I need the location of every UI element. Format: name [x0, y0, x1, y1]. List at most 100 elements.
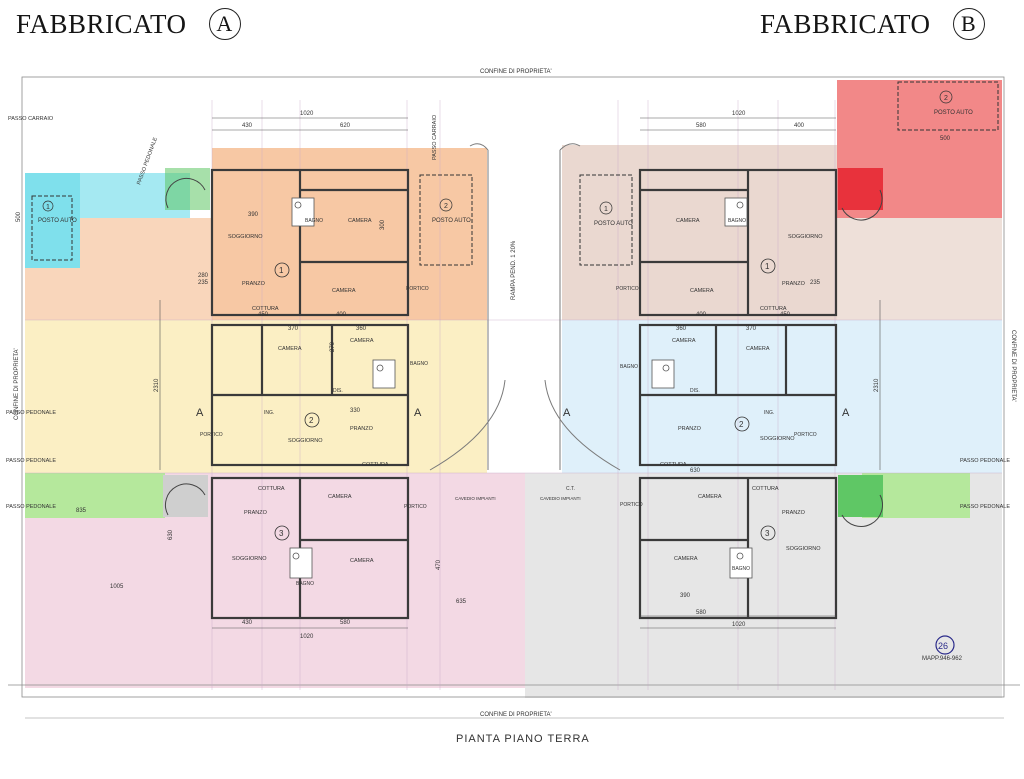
dim-430-bottom-a: 430: [242, 620, 253, 626]
dim-580-bottom-a: 580: [340, 620, 351, 626]
room-b3-portico: PORTICO: [620, 502, 643, 508]
dim-470-a: 470: [436, 559, 442, 570]
unit-b3-number: 3: [765, 529, 770, 538]
dim-630-a: 630: [168, 529, 174, 540]
title-a-label: FABBRICATO: [16, 9, 187, 39]
stair-a-bottom: [163, 475, 208, 517]
room-b1-camera-1: CAMERA: [676, 218, 700, 224]
unit-b2-zone: [562, 320, 1002, 473]
passo-pedonale-label-b1: PASSO PEDONALE: [960, 458, 1010, 464]
room-b3-pranzo: PRANZO: [782, 510, 806, 516]
room-b2-bagno: BAGNO: [620, 364, 638, 370]
dim-580-top-b: 580: [696, 123, 707, 129]
unit-a3-number: 3: [279, 529, 284, 538]
stair-b-green: [838, 475, 883, 517]
room-a2-soggiorno: SOGGIORNO: [288, 438, 323, 444]
dim-300-a: 300: [380, 219, 386, 230]
dim-620-top-a: 620: [340, 123, 351, 129]
room-b3-bagno: BAGNO: [732, 566, 750, 572]
passo-pedonale-label-a3: PASSO PEDONALE: [6, 458, 56, 464]
room-a3-cavedio: CAVEDIO IMPIANTI: [455, 496, 496, 501]
room-a1-soggiorno: SOGGIORNO: [228, 234, 263, 240]
room-a3-camera-2: CAMERA: [350, 558, 374, 564]
room-b2-ing: ING.: [764, 410, 774, 416]
room-b3-cottura: COTTURA: [752, 486, 779, 492]
section-mark-a-right: A: [414, 407, 422, 419]
room-a3-camera-1: CAMERA: [328, 494, 352, 500]
section-mark-a-left: A: [196, 407, 204, 419]
parking-b2-label: POSTO AUTO: [934, 110, 973, 116]
room-a1-camera-2: CAMERA: [332, 288, 356, 294]
passo-carraio-label-a: PASSO CARRAIO: [8, 116, 54, 122]
parking-a1-label: POSTO AUTO: [38, 218, 77, 224]
room-a1-camera-1: CAMERA: [348, 218, 372, 224]
dim-360-a: 360: [356, 326, 367, 332]
room-b1-bagno: BAGNO: [728, 218, 746, 224]
room-b2-camera-1: CAMERA: [672, 338, 696, 344]
sheet-number: 26: [938, 641, 948, 651]
dim-450-b: 450: [780, 312, 791, 318]
room-a3-portico: PORTICO: [404, 504, 427, 510]
section-mark-b-right: A: [842, 407, 850, 419]
parking-a2-label: POSTO AUTO: [432, 218, 471, 224]
unit-a2-zone: [25, 320, 487, 473]
parking-b1-label: POSTO AUTO: [594, 221, 633, 227]
room-b2-portico: PORTICO: [794, 432, 817, 438]
parking-a1-zone: [25, 173, 80, 268]
dim-450-a: 450: [258, 312, 269, 318]
room-b1-pranzo: PRANZO: [782, 281, 806, 287]
title-b-label: FABBRICATO: [760, 9, 931, 39]
room-b1-cottura: COTTURA: [760, 306, 787, 312]
boundary-top-label: CONFINE DI PROPRIETA': [480, 69, 552, 75]
room-b2-cottura: COTTURA: [660, 462, 687, 468]
zone-layer: [25, 80, 1002, 698]
dim-500-b: 500: [940, 136, 951, 142]
unit-a1-zone: [212, 148, 487, 320]
room-b3-camera-1: CAMERA: [698, 494, 722, 500]
dim-630-b: 630: [690, 468, 701, 474]
dim-500-a: 500: [16, 211, 22, 222]
dim-400-b: 400: [696, 312, 707, 318]
dim-370-b: 370: [746, 326, 757, 332]
room-a2-portico: PORTICO: [200, 432, 223, 438]
dim-400-top-b: 400: [794, 123, 805, 129]
ramp-label: RAMPA PEND. 1 20%: [511, 240, 517, 300]
bathroom-fixtures: [289, 197, 753, 579]
parking-b2-number: 2: [944, 95, 948, 102]
room-b1-camera-2: CAMERA: [690, 288, 714, 294]
dim-370-a: 370: [288, 326, 299, 332]
dim-430-top-a: 430: [242, 123, 253, 129]
dim-360-b: 360: [676, 326, 687, 332]
passo-pedonale-label-b2: PASSO PEDONALE: [960, 504, 1010, 510]
dim-835-a: 835: [76, 508, 87, 514]
boundary-left-label: CONFINE DI PROPRIETA': [14, 348, 20, 420]
dimension-lines: [159, 117, 881, 629]
room-a1-bagno: BAGNO: [305, 218, 323, 224]
dim-580-bottom-b: 580: [696, 610, 707, 616]
room-b1-soggiorno: SOGGIORNO: [788, 234, 823, 240]
unit-b1-zone: [562, 145, 837, 320]
room-a2-camera-1: CAMERA: [278, 346, 302, 352]
boundary-bottom-label: CONFINE DI PROPRIETA': [480, 712, 552, 718]
title-a-letter: A: [208, 8, 241, 40]
dim-1020-top-a: 1020: [300, 111, 314, 117]
parking-a1-circle: [42, 200, 54, 212]
room-b3-ct: C.T.: [566, 486, 575, 492]
stair-b-red: [838, 168, 883, 210]
room-a1-portico: PORTICO: [406, 286, 429, 292]
dim-235-a: 235: [198, 280, 209, 286]
parking-outlines: [31, 81, 999, 266]
parking-b1-number: 1: [604, 206, 608, 213]
room-b2-camera-2: CAMERA: [746, 346, 770, 352]
room-b1-portico: PORTICO: [616, 286, 639, 292]
room-a1-cottura: COTTURA: [252, 306, 279, 312]
room-a3-pranzo: PRANZO: [244, 510, 268, 516]
dim-280-a: 280: [198, 273, 209, 279]
parking-b2-circle: [939, 90, 953, 104]
unit-a2-number: 2: [309, 416, 314, 425]
dim-400-a: 400: [336, 312, 347, 318]
dim-1020-bottom-b: 1020: [732, 622, 746, 628]
unit-markers: [274, 258, 776, 541]
